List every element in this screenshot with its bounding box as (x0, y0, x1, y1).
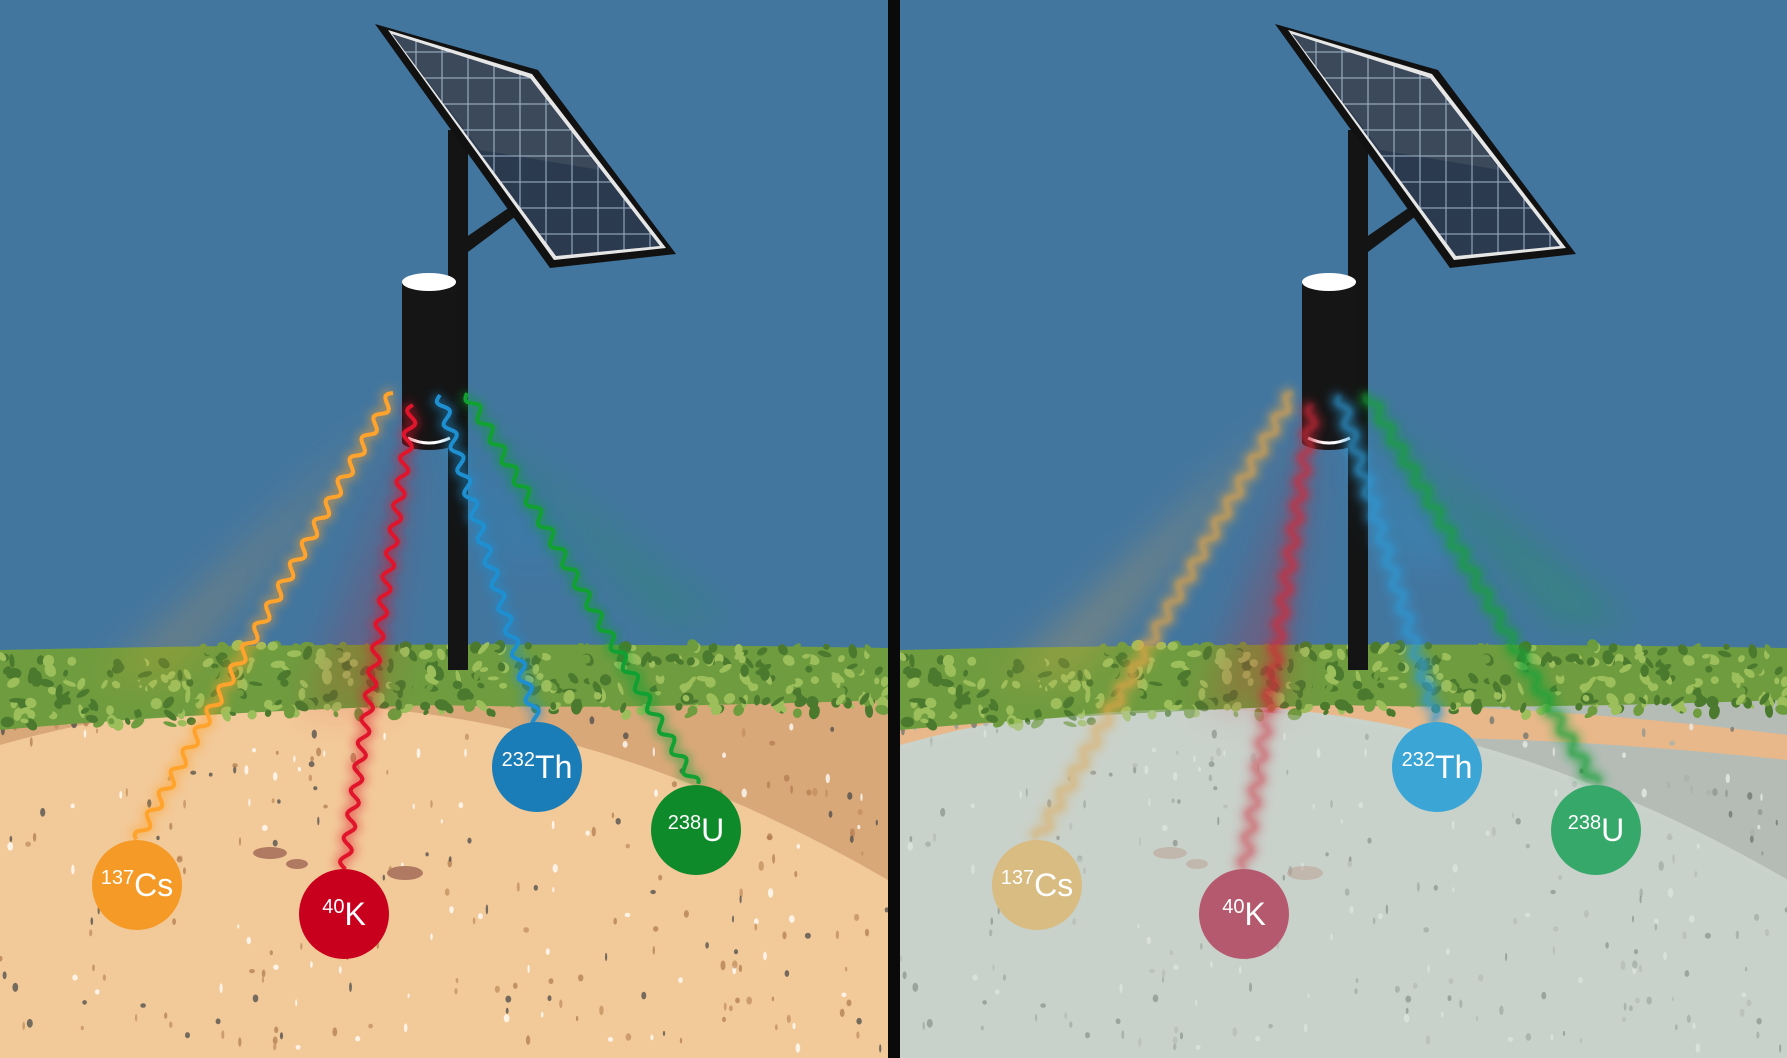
source-th: 232Th (1392, 722, 1482, 812)
isotope-mass-u: 238 (1568, 812, 1601, 834)
solar-panel (375, 24, 676, 268)
isotope-symbol-u: U (1601, 812, 1624, 848)
source-circle-k (299, 869, 389, 959)
panel-bracket (1362, 200, 1424, 252)
isotope-label-th: 232Th (1402, 749, 1473, 785)
source-u: 238U (651, 785, 741, 875)
source-circle-th (1392, 722, 1482, 812)
panel-wet: 137Cs 40K 232Th 238U (900, 0, 1787, 1058)
soil-front (900, 704, 1787, 1058)
isotope-label-u: 238U (1568, 812, 1624, 848)
stones (1153, 847, 1323, 880)
isotope-mass-th: 232 (502, 749, 535, 771)
source-th: 232Th (492, 722, 582, 812)
isotope-mass-th: 232 (1402, 749, 1435, 771)
isotope-symbol-k: K (1244, 896, 1265, 932)
wave-cs (132, 391, 394, 841)
wave-k (338, 403, 418, 871)
solar-panel (1275, 24, 1576, 268)
isotope-symbol-u: U (701, 812, 724, 848)
isotope-mass-cs: 137 (1001, 867, 1034, 889)
wave-haze-cs (97, 413, 393, 680)
soil-front (0, 704, 888, 1058)
panel-dry: 137Cs 40K 232Th 238U (0, 0, 888, 1058)
wave-u (463, 392, 701, 785)
panel-bracket (462, 200, 524, 252)
isotope-label-k: 40K (1222, 896, 1266, 932)
pole (1348, 130, 1368, 670)
isotope-mass-k: 40 (322, 896, 344, 918)
wave-haze-u (467, 413, 736, 625)
isotope-label-th: 232Th (502, 749, 573, 785)
wave-haze-u (1367, 413, 1636, 625)
wave-th (1334, 393, 1441, 724)
isotope-symbol-k: K (344, 896, 365, 932)
isotope-label-cs: 137Cs (1001, 867, 1073, 903)
source-circle-cs (92, 840, 182, 930)
isotope-symbol-cs: Cs (1034, 867, 1073, 903)
source-circle-u (1551, 785, 1641, 875)
wave-u (1363, 392, 1601, 785)
pole (448, 130, 468, 670)
isotope-symbol-th: Th (535, 749, 572, 785)
wave-cs (1032, 391, 1294, 841)
source-circle-k (1199, 869, 1289, 959)
source-circle-cs (992, 840, 1082, 930)
isotope-label-cs: 137Cs (101, 867, 173, 903)
source-k: 40K (1199, 869, 1289, 959)
isotope-mass-cs: 137 (101, 867, 134, 889)
isotope-symbol-cs: Cs (134, 867, 173, 903)
wave-th (434, 393, 541, 724)
moisture-overlay (900, 709, 1787, 1058)
stones (253, 847, 423, 880)
panel-divider (888, 0, 900, 1058)
source-k: 40K (299, 869, 389, 959)
source-u: 238U (1551, 785, 1641, 875)
isotope-symbol-th: Th (1435, 749, 1472, 785)
isotope-label-u: 238U (668, 812, 724, 848)
source-circle-th (492, 722, 582, 812)
wave-haze-cs (997, 413, 1293, 680)
isotope-mass-u: 238 (668, 812, 701, 834)
source-circle-u (651, 785, 741, 875)
isotope-label-k: 40K (322, 896, 366, 932)
source-cs: 137Cs (992, 840, 1082, 930)
isotope-mass-k: 40 (1222, 896, 1244, 918)
wave-k (1238, 403, 1318, 871)
source-cs: 137Cs (92, 840, 182, 930)
